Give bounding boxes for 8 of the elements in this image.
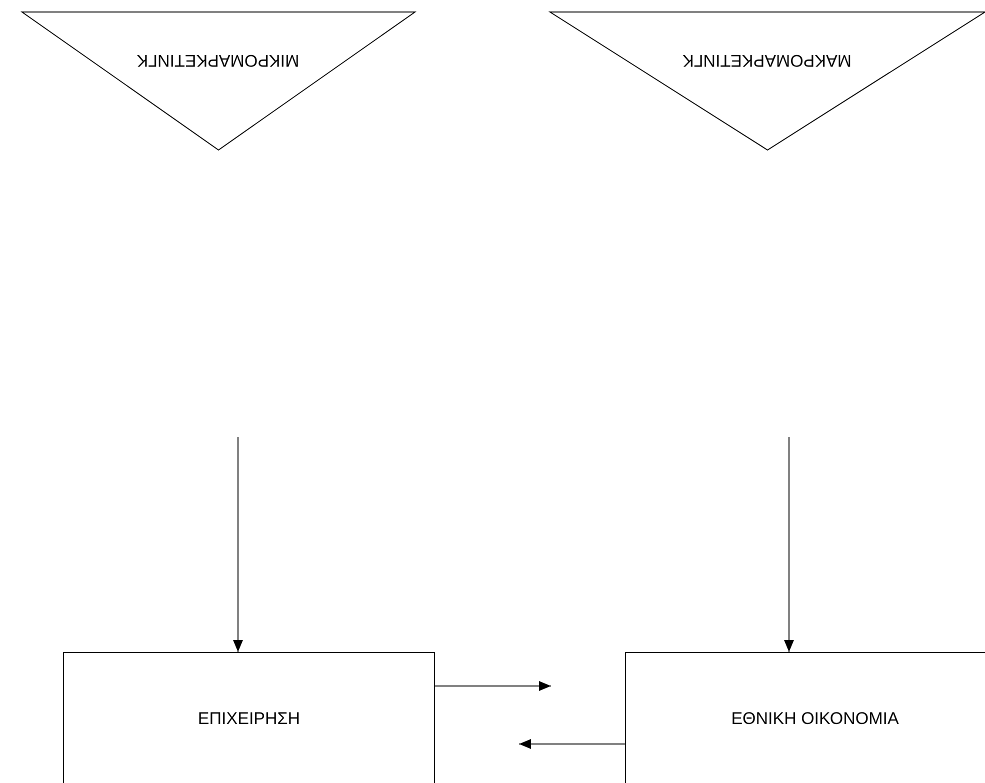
upside-down-label: ΜΑΚΡΟΜΑΡΚΕΤΙΝΓΚ	[682, 50, 852, 70]
box-label: ΕΠΙΧΕΙΡΗΣΗ	[198, 709, 300, 729]
arrow	[518, 739, 626, 749]
upside-down-label: ΜΙΚΡΟΜΑΡΚΕΤΙΝΓΚ	[136, 50, 300, 70]
arrow	[784, 436, 794, 652]
arrow	[434, 681, 552, 691]
box-label: ΕΘΝΙΚΗ ΟΙΚΟΝΟΜΙΑ	[731, 709, 899, 729]
arrow	[233, 436, 243, 652]
